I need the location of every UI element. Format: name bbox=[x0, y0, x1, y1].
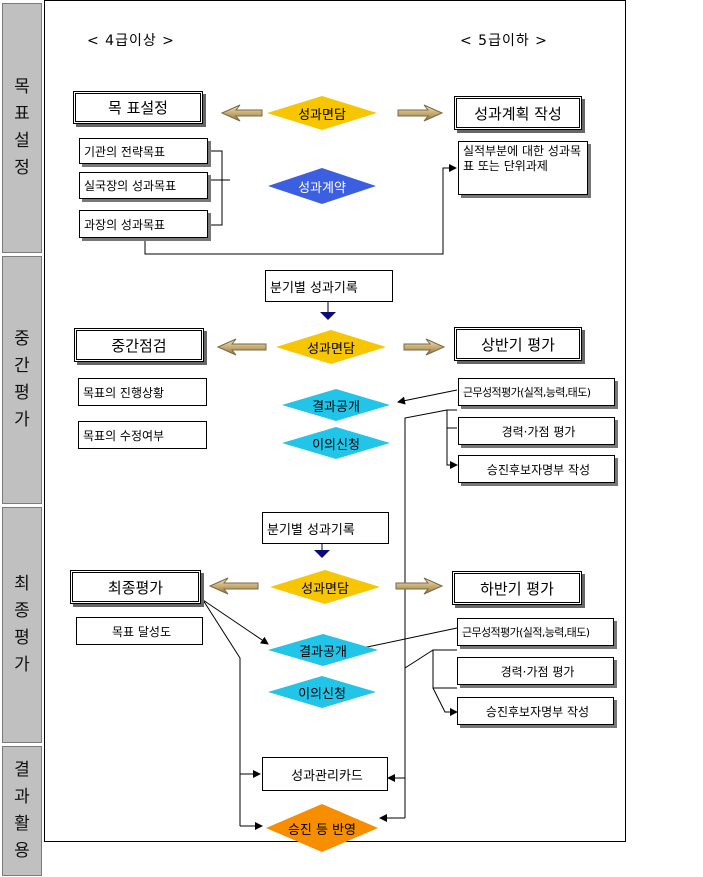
interview-diamond-1 bbox=[267, 96, 377, 130]
stage-char: 평 bbox=[14, 383, 30, 403]
eval-item-2: 경력·가점 평가 bbox=[458, 417, 615, 445]
performance-card-box: 성과관리카드 bbox=[262, 757, 388, 791]
eval-branch-2 bbox=[446, 428, 458, 469]
plan-detail-box: 실적부분에 대한 성과목표 또는 단위과제 bbox=[458, 141, 588, 195]
result-diamond-1 bbox=[282, 389, 390, 421]
eval-item-3: 승진후보자명부 작성 bbox=[458, 455, 615, 483]
eval-item-6: 승진후보자명부 작성 bbox=[457, 697, 614, 725]
result-diamond-2 bbox=[268, 634, 378, 666]
record-down-triangle-1 bbox=[320, 312, 336, 320]
stage-char: 과 bbox=[14, 787, 30, 807]
header-left: < 4급이상 > bbox=[87, 33, 175, 49]
eval-branch-1 bbox=[446, 409, 457, 429]
stage-char: 가 bbox=[14, 655, 30, 675]
stage-char: 용 bbox=[14, 841, 30, 861]
eval-item-5: 경력·가점 평가 bbox=[457, 657, 614, 685]
first-half-eval-box: 상반기 평가 bbox=[454, 327, 582, 361]
bronze-arrows bbox=[208, 104, 446, 595]
bronze-arrow-left-2 bbox=[216, 338, 267, 356]
stage-char: 평 bbox=[14, 628, 30, 648]
eval-trunk-1 bbox=[404, 409, 448, 668]
performance-plan-box: 성과계획 작성 bbox=[454, 96, 582, 130]
eval-trunk-2 bbox=[404, 649, 434, 818]
goal-item-1: 기관의 전략목표 bbox=[79, 138, 208, 164]
appeal-diamond-1 bbox=[282, 427, 390, 459]
goal-setting-box: 목 표설정 bbox=[73, 91, 203, 124]
final-trunk bbox=[202, 599, 241, 826]
goal-bracket bbox=[208, 150, 230, 226]
check-item-1: 목표의 진행상황 bbox=[78, 378, 207, 406]
bronze-arrow-left-1 bbox=[220, 104, 263, 122]
eval-branch-3 bbox=[432, 649, 457, 689]
quarterly-record-box-1: 분기별 성과기록 bbox=[265, 270, 393, 302]
bronze-arrow-right-1 bbox=[397, 104, 444, 122]
stage-char: 활 bbox=[14, 814, 30, 834]
goal-to-plan-connector bbox=[144, 164, 457, 255]
eval-branch-4 bbox=[432, 687, 458, 716]
interview-diamond-2 bbox=[276, 330, 386, 364]
goal-item-2: 실국장의 성과목표 bbox=[79, 172, 208, 199]
bronze-arrow-right-2 bbox=[403, 338, 446, 356]
stage-char: 최 bbox=[14, 574, 30, 594]
interview-diamond-3 bbox=[270, 570, 380, 604]
stage-char: 목 bbox=[14, 77, 30, 97]
bronze-arrow-left-3 bbox=[208, 577, 259, 595]
stage-char: 정 bbox=[14, 158, 30, 178]
stage-char: 가 bbox=[14, 410, 30, 430]
eval-item-1: 근무성적평가(실적,능력,태도) bbox=[458, 378, 615, 406]
achievement-box: 목표 달성도 bbox=[76, 617, 203, 645]
goal-item-3: 과장의 성과목표 bbox=[79, 210, 208, 238]
header-right: < 5급이하 > bbox=[460, 33, 548, 49]
second-half-eval-box: 하반기 평가 bbox=[452, 571, 582, 605]
stage-char: 결 bbox=[14, 760, 30, 780]
final-to-result-arrow bbox=[202, 599, 269, 645]
appeal-diamond-2 bbox=[268, 676, 376, 708]
check-item-2: 목표의 수정여부 bbox=[78, 421, 207, 449]
eval-item-4: 근무성적평가(실적,능력,태도) bbox=[457, 618, 614, 646]
bronze-arrow-right-3 bbox=[395, 577, 444, 595]
final-eval-box: 최종평가 bbox=[70, 570, 201, 604]
stage-char: 종 bbox=[14, 601, 30, 621]
interim-check-box: 중간점검 bbox=[74, 328, 204, 362]
eval-to-result-arrow-2 bbox=[352, 627, 458, 653]
stage-char: 간 bbox=[14, 356, 30, 376]
quarterly-record-box-2: 분기별 성과기록 bbox=[262, 512, 389, 544]
stage-char: 표 bbox=[14, 104, 30, 124]
stage-char: 설 bbox=[14, 131, 30, 151]
contract-diamond bbox=[268, 168, 376, 204]
eval-to-result-arrow-1 bbox=[397, 389, 458, 405]
record-down-triangle-2 bbox=[314, 550, 330, 558]
reflect-diamond bbox=[266, 804, 378, 852]
stage-char: 중 bbox=[14, 329, 30, 349]
